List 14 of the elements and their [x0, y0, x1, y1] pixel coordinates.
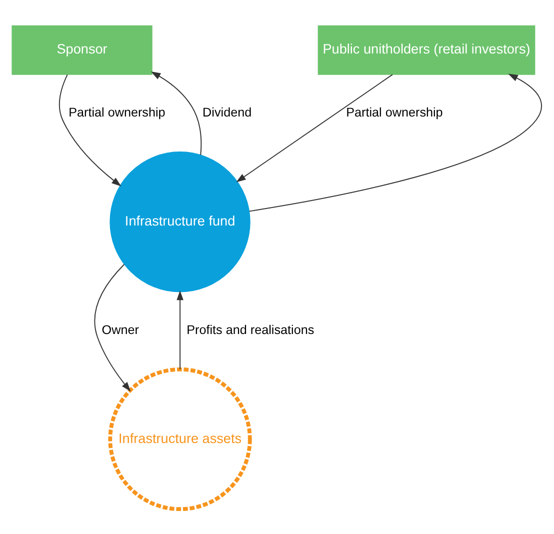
- arrow: [58, 74, 122, 186]
- arrow: [150, 71, 202, 155]
- edge-label: Profits and realisations: [186, 322, 314, 336]
- node-box: Sponsor: [12, 24, 152, 74]
- arrow: [94, 263, 131, 392]
- node-circle: Infrastructure assets: [108, 366, 252, 511]
- arrow: [248, 73, 542, 212]
- arrow: [236, 74, 393, 182]
- edge-label: Owner: [102, 322, 139, 336]
- node-box: Public unitholders (retail investors): [318, 24, 536, 74]
- edge-label: Partial ownership: [68, 105, 166, 120]
- arrow: [176, 290, 184, 370]
- edge-label: Partial ownership: [346, 105, 443, 120]
- edge-label: Dividend: [202, 105, 252, 120]
